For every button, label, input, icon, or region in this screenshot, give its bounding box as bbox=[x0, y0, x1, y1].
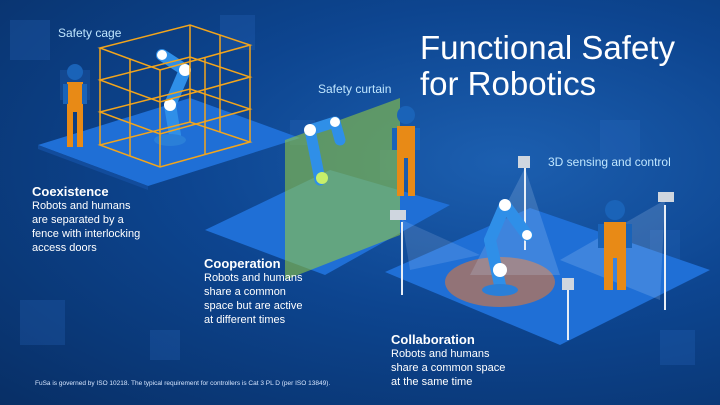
section-line: are separated by a bbox=[32, 214, 124, 226]
section-line: at different times bbox=[204, 314, 286, 326]
footnote: FuSa is governed by ISO 10218. The typic… bbox=[35, 380, 331, 387]
section-heading: Cooperation bbox=[204, 256, 281, 271]
callout-3d-sensing: 3D sensing and control bbox=[548, 155, 671, 169]
callout-safety-curtain: Safety curtain bbox=[318, 82, 392, 96]
section-line: access doors bbox=[32, 242, 97, 254]
robot-arm-3 bbox=[484, 199, 533, 291]
section-line: space but are active bbox=[204, 300, 303, 312]
worker-1 bbox=[63, 64, 87, 147]
worker-2 bbox=[392, 106, 420, 196]
section-line: Robots and humans bbox=[204, 272, 303, 284]
safety-cage bbox=[97, 24, 253, 168]
section-line: share a common bbox=[204, 286, 286, 298]
section-cooperation: Cooperation Robots and humans share a co… bbox=[204, 256, 344, 327]
title-line-2: for Robotics bbox=[420, 65, 597, 102]
section-collaboration: Collaboration Robots and humans share a … bbox=[391, 332, 541, 389]
callout-safety-cage: Safety cage bbox=[58, 26, 122, 40]
worker-3 bbox=[598, 200, 632, 290]
section-heading: Coexistence bbox=[32, 184, 109, 199]
section-line: Robots and humans bbox=[32, 200, 131, 212]
section-line: share a common space bbox=[391, 362, 506, 374]
section-line: fence with interlocking bbox=[32, 228, 141, 240]
sensor-head bbox=[390, 210, 406, 220]
title-line-1: Functional Safety bbox=[420, 29, 675, 66]
section-line: Robots and humans bbox=[391, 348, 490, 360]
page-title: Functional Safety for Robotics bbox=[420, 30, 700, 102]
section-heading: Collaboration bbox=[391, 332, 475, 347]
section-coexistence: Coexistence Robots and humans are separa… bbox=[32, 184, 172, 255]
section-line: at the same time bbox=[391, 376, 473, 388]
